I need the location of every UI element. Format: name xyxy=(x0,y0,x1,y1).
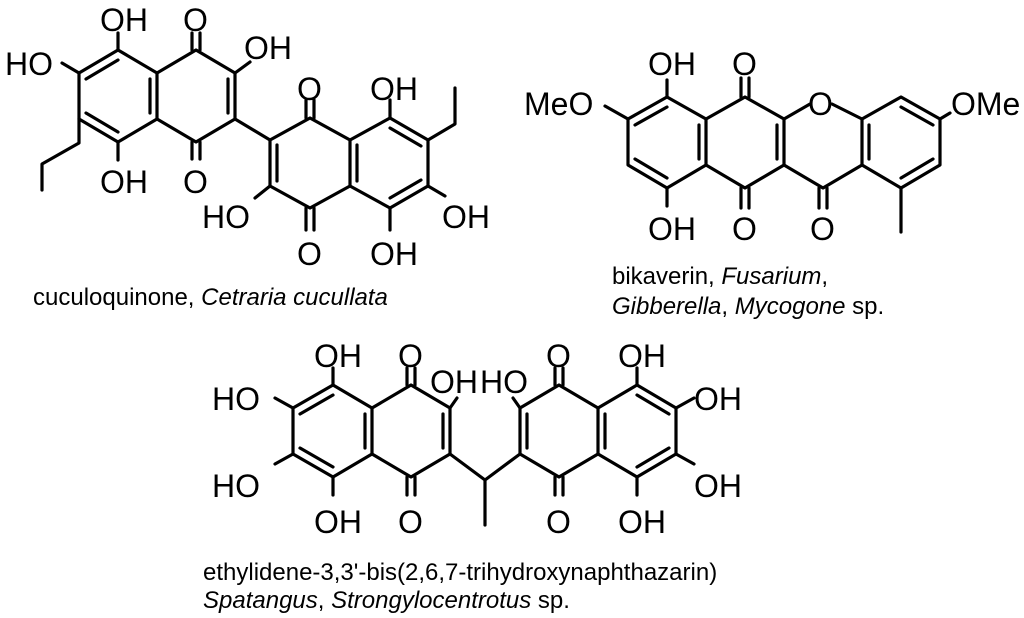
bikaverin-genus-1: Fusarium xyxy=(721,263,821,290)
cuculoquinone-o-right-top: O xyxy=(297,71,322,107)
ethylidene-caption-line2: Spatangus, Strongylocentrotus sp. xyxy=(203,587,570,614)
ethylidene-left-substituents xyxy=(273,366,459,497)
cuculoquinone-ho-right-lower: HO xyxy=(202,199,250,235)
bikaverin-oh-bottom: OH xyxy=(648,211,696,247)
ethylidene-caption-tail: sp. xyxy=(531,587,570,614)
bikaverin-caption-sep1: , xyxy=(821,263,828,290)
bikaverin-substituent-bonds xyxy=(603,78,952,234)
cuculoquinone-left-ring xyxy=(77,48,159,144)
bikaverin-caption-tail: sp. xyxy=(845,293,884,320)
ethylidene-left-carbonyls xyxy=(405,366,417,497)
cuculoquinone-o-right-bottom: O xyxy=(297,236,322,272)
cuculoquinone-co-right-top xyxy=(304,98,316,120)
bikaverin-ring-b xyxy=(704,95,786,190)
ethylidene-o-left-top: O xyxy=(398,338,423,374)
ethylidene-oh-right-7: OH xyxy=(694,468,742,504)
bikaverin-oh-top: OH xyxy=(648,46,696,82)
bikaverin-caption-name: bikaverin, xyxy=(612,263,721,290)
cuculoquinone-co-bottom xyxy=(190,140,202,161)
bikaverin-genus-2: Gibberella xyxy=(612,293,721,320)
ethylidene-oh-left-2: OH xyxy=(430,364,478,400)
cuculoquinone-co-right-bottom xyxy=(304,206,316,232)
bikaverin-ring-oxygen: O xyxy=(808,86,833,122)
ethylidene-genus-2: Strongylocentrotus xyxy=(331,587,531,614)
ethylidene-left-aromatic-inner xyxy=(298,393,367,469)
bikaverin-o-bottom-1: O xyxy=(732,211,757,247)
ethylidene-caption-line1: ethylidene-3,3'-bis(2,6,7-trihydroxynaph… xyxy=(203,559,717,586)
cuculoquinone-caption: cuculoquinone, Cetraria cucullata xyxy=(33,284,388,311)
ethylidene-o-left-bottom: O xyxy=(398,504,423,540)
ethylidene-oh-right-top: OH xyxy=(618,338,666,374)
ethylidene-right-aromatic-ring xyxy=(596,383,678,479)
ethylidene-caption-sep: , xyxy=(318,587,331,614)
ethylidene-o-right-top: O xyxy=(546,338,571,374)
bikaverin-o-bottom-2: O xyxy=(810,211,835,247)
cuculoquinone-oh-right-bottom: OH xyxy=(370,236,418,272)
cuculoquinone-caption-source: Cetraria cucullata xyxy=(201,284,388,311)
ethylidene-ho-right-2: HO xyxy=(480,364,528,400)
cuculoquinone-oh-top: OH xyxy=(100,2,148,38)
cuculoquinone-left-ring-inner xyxy=(84,58,152,134)
cuculoquinone-oh-right-top: OH xyxy=(370,71,418,107)
ethylidene-structure: OH O OH HO O OH HO HO OH OH OH O O OH xyxy=(212,338,742,540)
bikaverin-meo: MeO xyxy=(524,86,593,122)
ethylidene-oh-right-bottom: OH xyxy=(618,504,666,540)
bikaverin-ring-a xyxy=(626,95,708,190)
cuculoquinone-caption-name: cuculoquinone, xyxy=(33,284,201,311)
cuculoquinone-right-substituent-bonds xyxy=(253,86,457,232)
cuculoquinone-oh-far-right: OH xyxy=(442,199,490,235)
cuculoquinone-quinone-ring xyxy=(155,48,237,144)
ethylidene-o-right-bottom: O xyxy=(546,504,571,540)
bikaverin-ring-d xyxy=(860,95,942,190)
cuculoquinone-biaryl-bond xyxy=(233,117,272,142)
ethylidene-right-carbonyls xyxy=(553,366,565,497)
bikaverin-o-top: O xyxy=(732,46,757,82)
bikaverin-structure: OH O O MeO OMe OH O O xyxy=(524,46,1020,247)
ethylidene-left-aromatic-ring xyxy=(291,383,374,479)
cuculoquinone-co-top xyxy=(190,31,202,52)
bikaverin-ring-d-inner xyxy=(867,105,935,180)
bikaverin-ring-a-inner xyxy=(633,105,701,180)
ethylidene-genus-1: Spatangus xyxy=(203,587,318,614)
cuculoquinone-right-quinone-ring xyxy=(268,116,352,210)
bikaverin-caption-line1: bikaverin, Fusarium, xyxy=(612,263,828,290)
cuculoquinone-o-top: O xyxy=(183,2,208,38)
ethylidene-right-substituents xyxy=(511,366,696,497)
ethylidene-oh-left-bottom: OH xyxy=(314,504,362,540)
bikaverin-ome: OMe xyxy=(951,86,1020,122)
bikaverin-genus-3: Mycogone xyxy=(735,293,846,320)
ethylidene-ho-left-6: HO xyxy=(212,381,260,417)
ethylidene-left-quinone-ring xyxy=(370,383,452,479)
cuculoquinone-ho-left: HO xyxy=(5,46,53,82)
bikaverin-caption-line2: Gibberella, Mycogone sp. xyxy=(612,293,884,320)
cuculoquinone-right-aromatic-inner xyxy=(355,126,423,200)
ethylidene-right-quinone-ring xyxy=(518,383,600,479)
cuculoquinone-oh-3: OH xyxy=(244,30,292,66)
cuculoquinone-right-aromatic-ring xyxy=(348,116,430,210)
ethylidene-oh-right-6: OH xyxy=(694,381,742,417)
cuculoquinone-substituent-bonds xyxy=(40,31,252,192)
cuculoquinone-oh-bottom-left: OH xyxy=(100,164,148,200)
ethylidene-right-aromatic-inner xyxy=(603,393,671,469)
ethylidene-oh-left-top: OH xyxy=(314,338,362,374)
ethylidene-ho-left-7: HO xyxy=(212,468,260,504)
cuculoquinone-structure: OH O OH HO OH O O OH HO O OH OH xyxy=(5,2,490,272)
bikaverin-caption-sep2: , xyxy=(721,293,734,320)
cuculoquinone-o-bottom: O xyxy=(183,164,208,200)
bikaverin-carbonyl-bonds xyxy=(739,76,829,210)
ethylidene-bridge xyxy=(448,452,522,527)
